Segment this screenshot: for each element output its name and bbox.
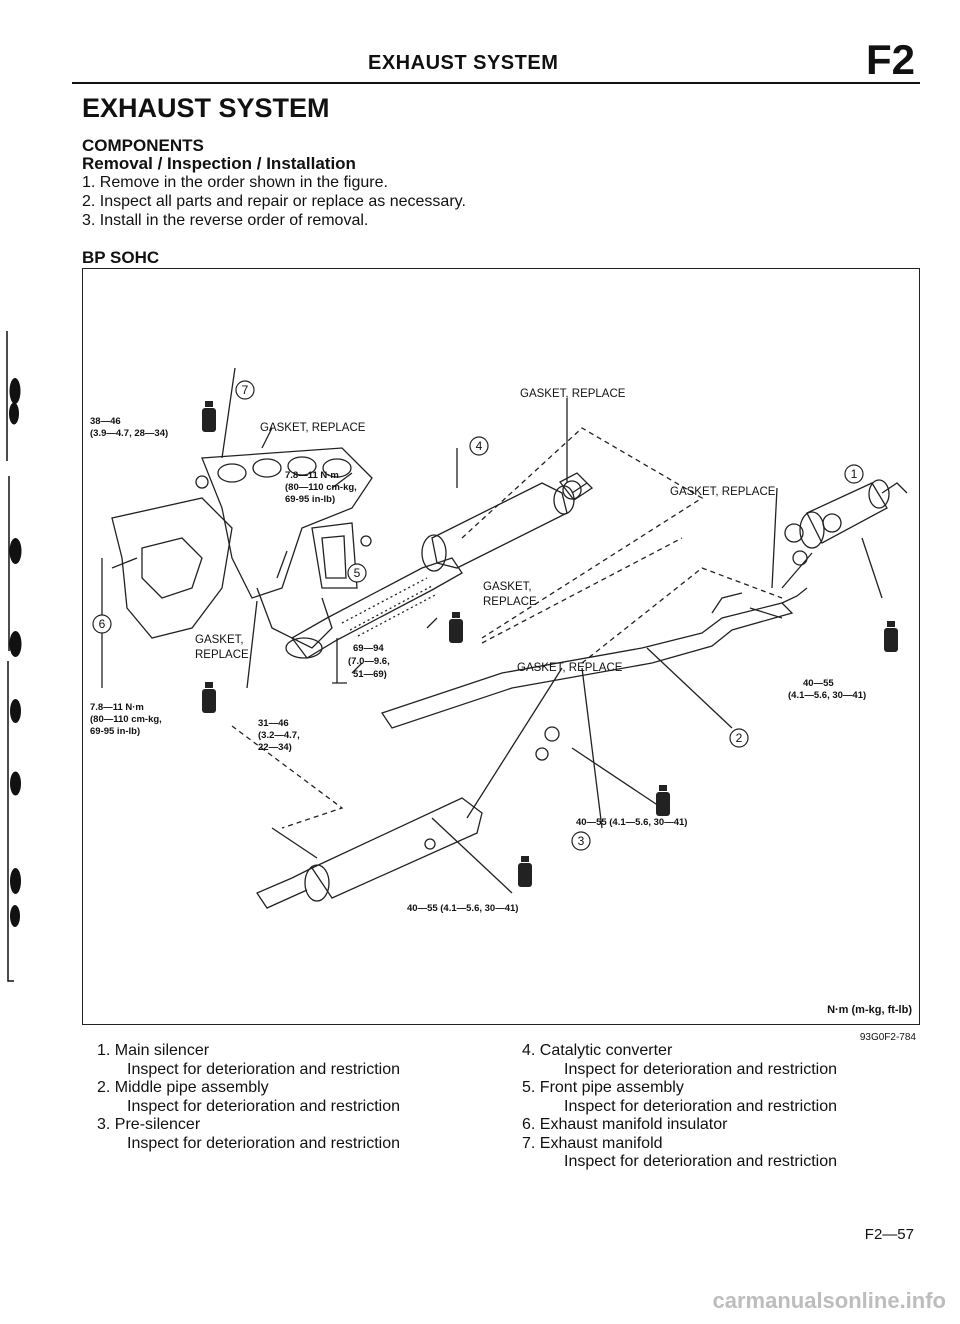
callout-3-number: 3 [578,834,585,848]
torque-label: 22—34) [258,742,292,753]
site-watermark[interactable]: carmanualsonline.info [712,1288,947,1313]
instruction-3: 3. Install in the reverse order of remov… [82,212,369,229]
parts-list-right: 4. Catalytic converter Inspect for deter… [522,1042,932,1172]
label-gasket-replace: GASKET, REPLACE [260,422,366,434]
torque-label: 7.8—11 N·m [285,470,339,481]
torque-label: 69—94 [353,643,384,654]
callout-3 [571,831,591,851]
main-silencer [806,482,888,544]
torque-label: 51—69) [353,669,387,680]
part-item-note: Inspect for deterioration and restrictio… [127,1134,401,1152]
callout-4 [469,436,489,456]
callout-6-number: 6 [99,617,106,631]
procedure-heading: Removal / Inspection / Installation [82,154,356,173]
torque-label: 40—55 [803,678,834,689]
part-item-note: Inspect for deterioration and restrictio… [564,1060,838,1078]
label-replace: REPLACE [195,649,249,661]
part-item-note: Inspect for deterioration and restrictio… [564,1153,838,1170]
grease-can-icon [202,401,898,887]
torque-label: (4.1—5.6, 30—41) [788,690,866,701]
torque-label: 69-95 in-lb) [90,726,140,737]
parts-list-left: 1. Main silencer Inspect for deteriorati… [97,1042,487,1153]
callout-6 [92,614,112,634]
torque-label: 7.8—11 N·m [90,702,144,713]
label-replace: REPLACE [483,596,537,608]
torque-label: 31—46 [258,718,289,729]
torque-label: (80—110 cm-kg, [90,714,162,725]
page-number: F2—57 [864,1226,914,1243]
header-section-code: F2 [866,36,916,83]
torque-label: 69-95 in-lb) [285,494,335,505]
front-pipe [291,557,463,659]
engine-variant-heading: BP SOHC [82,248,160,267]
part-item-name: 6. Exhaust manifold insulator [522,1116,728,1133]
torque-label: (80—110 cm-kg, [285,482,357,493]
label-gasket-replace: GASKET, REPLACE [517,662,623,674]
label-gasket: GASKET, [195,634,244,646]
torque-label: 38—46 [90,416,121,427]
catalytic-converter [431,482,568,569]
torque-label: 40—55 (4.1—5.6, 30—41) [576,817,687,828]
torque-label: (7.0—9.6, [348,656,390,667]
header-title: EXHAUST SYSTEM [368,52,559,74]
part-item-name: 4. Catalytic converter [522,1042,673,1059]
middle-pipe [380,602,794,729]
callout-5 [347,563,367,583]
callout-2-number: 2 [736,731,743,745]
torque-label: 40—55 (4.1—5.6, 30—41) [407,903,518,914]
pre-silencer [311,797,483,899]
callout-7-number: 7 [242,383,249,397]
label-gasket-replace: GASKET, REPLACE [520,388,626,400]
manifold-insulator [111,497,233,639]
section-title: EXHAUST SYSTEM [82,93,330,123]
part-item-name: 5. Front pipe assembly [522,1079,684,1096]
label-gasket: GASKET, [483,581,532,593]
part-item-note: Inspect for deterioration and restrictio… [127,1097,401,1115]
instruction-1: 1. Remove in the order shown in the figu… [82,174,388,191]
callout-2 [729,728,749,748]
header-divider [72,82,920,84]
callout-4-number: 4 [476,439,483,453]
components-heading: COMPONENTS [82,136,204,155]
part-item-name: 2. Middle pipe assembly [97,1079,269,1096]
part-item-note: Inspect for deterioration and restrictio… [127,1060,401,1078]
exhaust-system-diagram: 7 4 1 5 6 2 3 GASKET, REPLACE GASKET, RE… [90,367,908,914]
label-gasket-replace: GASKET, REPLACE [670,486,776,498]
exhaust-manifold [201,447,373,599]
figure-frame [82,268,920,1025]
instruction-2: 2. Inspect all parts and repair or repla… [82,193,466,210]
torque-label: (3.9—4.7, 28—34) [90,428,168,439]
figure-units-note: N·m (m-kg, ft-lb) [827,1004,912,1016]
callout-1-number: 1 [851,467,858,481]
binding-edge [6,331,22,982]
part-item-name: 1. Main silencer [97,1042,210,1059]
part-item-name: 7. Exhaust manifold [522,1134,663,1152]
callout-7 [235,380,255,400]
figure-code: 93G0F2-784 [859,1032,916,1043]
torque-label: (3.2—4.7, [258,730,300,741]
part-item-note: Inspect for deterioration and restrictio… [564,1097,838,1115]
callout-1 [844,464,864,484]
part-item-name: 3. Pre-silencer [97,1116,201,1133]
callout-5-number: 5 [354,566,361,580]
